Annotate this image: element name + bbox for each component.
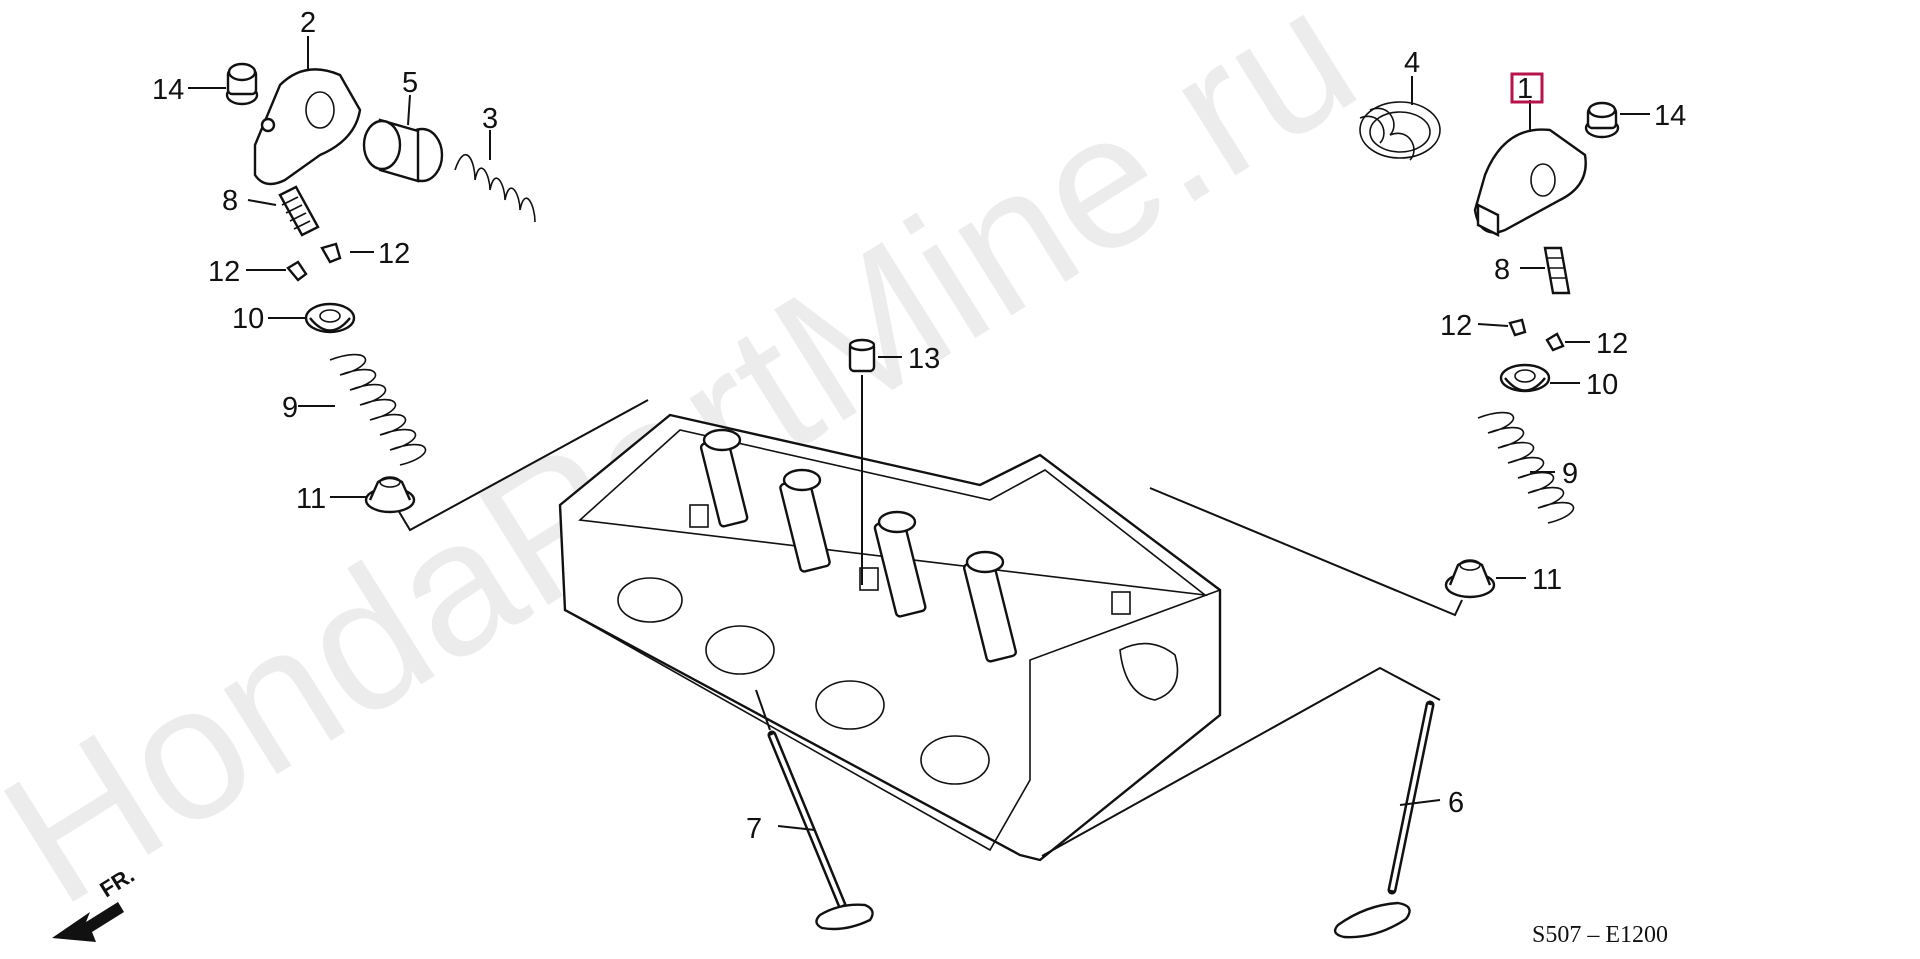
adjusting-screw-left[interactable] [278, 185, 320, 237]
callout-13[interactable]: 13 [908, 343, 940, 375]
callout-12-d[interactable]: 12 [1596, 328, 1628, 360]
leader-right-group [1149, 487, 1463, 617]
callout-8-left[interactable]: 8 [222, 185, 238, 217]
callout-5[interactable]: 5 [402, 67, 418, 99]
rocker-arm-right[interactable] [1473, 128, 1587, 237]
cotter-right-b[interactable] [1545, 332, 1565, 352]
adjusting-screw-right[interactable] [1543, 246, 1571, 295]
valve-spring-left[interactable] [329, 353, 427, 466]
arrow-icon [52, 902, 124, 942]
callout-14-right[interactable]: 14 [1654, 100, 1686, 132]
valve-seal-left[interactable] [364, 476, 416, 514]
callout-11-right[interactable]: 11 [1532, 564, 1562, 596]
callout-10-left[interactable]: 10 [232, 303, 264, 335]
callout-3[interactable]: 3 [482, 103, 498, 135]
flange-nut-right[interactable] [1584, 101, 1620, 139]
cotter-left-a[interactable] [286, 260, 308, 282]
leader-left-group [397, 399, 649, 532]
callout-6[interactable]: 6 [1448, 787, 1464, 819]
callout-14-left[interactable]: 14 [152, 74, 184, 106]
cotter-right-a[interactable] [1508, 318, 1527, 337]
callout-1[interactable]: 1 [1517, 73, 1533, 105]
callout-9-right[interactable]: 9 [1562, 458, 1578, 490]
callout-9-left[interactable]: 9 [282, 392, 298, 424]
callout-labels: 1 2 3 4 5 6 7 8 8 9 9 10 10 11 11 12 12 … [152, 7, 1686, 845]
diagram-code: S507 – E1200 [1532, 922, 1668, 948]
flange-nut-left[interactable] [225, 62, 259, 106]
callout-2[interactable]: 2 [300, 7, 316, 39]
callout-leaders [188, 36, 1650, 831]
callout-10-right[interactable]: 10 [1586, 369, 1618, 401]
callout-12-a[interactable]: 12 [208, 256, 240, 288]
highlight-box-part-1 [1510, 72, 1544, 104]
exhaust-valve[interactable] [767, 730, 874, 931]
dowel-pin[interactable] [848, 338, 876, 373]
callout-4[interactable]: 4 [1404, 47, 1420, 79]
rocker-piston[interactable] [362, 118, 444, 183]
callout-12-b[interactable]: 12 [378, 238, 410, 270]
callout-11-left[interactable]: 11 [296, 483, 326, 515]
cotter-left-b[interactable] [320, 242, 342, 264]
return-spring-left[interactable] [454, 154, 536, 223]
leader-bottom-group [1041, 666, 1441, 857]
callout-12-c[interactable]: 12 [1440, 310, 1472, 342]
spring-retainer-right[interactable] [1499, 363, 1551, 393]
callout-8-right[interactable]: 8 [1494, 254, 1510, 286]
intake-valve[interactable] [1333, 700, 1435, 939]
leader-7-guide [755, 689, 771, 731]
cylinder-head[interactable] [558, 413, 1222, 862]
rocker-arm-left[interactable] [253, 68, 362, 186]
callout-7[interactable]: 7 [746, 813, 762, 845]
return-spring-right[interactable] [1359, 101, 1441, 161]
valve-spring-right[interactable] [1477, 411, 1575, 524]
spring-retainer-left[interactable] [304, 302, 356, 334]
valve-seal-right[interactable] [1444, 559, 1496, 599]
